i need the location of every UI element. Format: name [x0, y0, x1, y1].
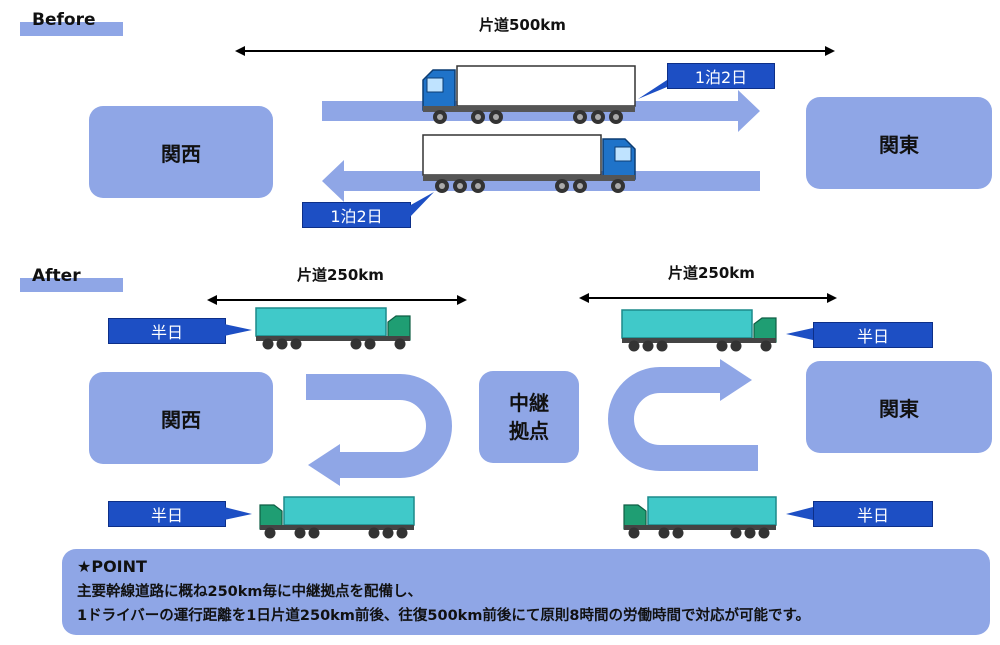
after-duration-right-top: 半日 [813, 322, 933, 348]
relay-hub: 中継 拠点 [479, 371, 579, 463]
before-section-tag [20, 22, 123, 36]
before-truck-return [422, 134, 636, 193]
before-region-east: 関東 [806, 97, 992, 189]
after-callout-tail-left-top [224, 324, 252, 336]
after-distance-left: 片道250km [297, 266, 384, 284]
before-callout-tail-outbound [638, 80, 667, 99]
after-callout-tail-right-bottom [786, 507, 813, 520]
after-uturn-arrowhead-left [308, 444, 340, 486]
after-section-tag [20, 278, 123, 292]
after-region-east: 関東 [806, 361, 992, 453]
after-callout-tail-left-bottom [224, 507, 252, 520]
point-line-2: 1ドライバーの運行距離を1日片道250km前後、往復500km前後にて原則8時間… [77, 608, 811, 624]
before-duration-outbound: 1泊2日 [667, 63, 775, 89]
after-distance-right: 片道250km [668, 264, 755, 282]
before-duration-return: 1泊2日 [302, 202, 411, 228]
after-truck-right-bottom [623, 496, 777, 539]
point-title: ★POINT [77, 557, 147, 576]
before-distance-label: 片道500km [479, 16, 566, 34]
after-truck-left-top [255, 307, 411, 350]
after-region-west: 関西 [89, 372, 273, 464]
after-truck-left-bottom [259, 496, 415, 539]
before-callout-tail-return [409, 192, 434, 218]
after-truck-right-top [621, 309, 777, 352]
after-uturn-arrow-right [608, 367, 758, 471]
after-duration-right-bottom: 半日 [813, 501, 933, 527]
after-callout-tail-right-top [786, 328, 813, 340]
point-box [62, 549, 990, 635]
after-uturn-arrowhead-right [720, 359, 752, 401]
after-section-label: After [32, 266, 81, 286]
after-uturn-arrow-left [306, 374, 452, 478]
before-section-label: Before [32, 10, 96, 30]
after-duration-left-bottom: 半日 [108, 501, 226, 527]
point-line-1: 主要幹線道路に概ね250km毎に中継拠点を配備し、 [77, 584, 423, 600]
before-truck-outbound [422, 65, 636, 124]
before-region-west: 関西 [89, 106, 273, 198]
